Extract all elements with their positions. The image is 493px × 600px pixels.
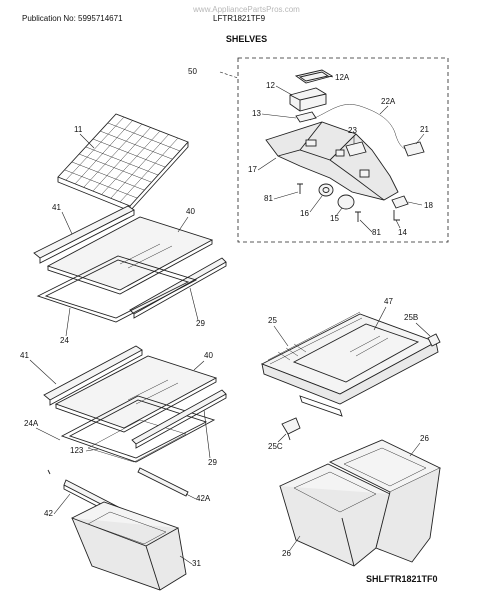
publication-number: Publication No: 5995714671 (22, 14, 123, 23)
part-25c-support[interactable] (281, 417, 301, 441)
callout-26-bottom: 26 (282, 549, 291, 558)
part-21-socket[interactable] (403, 141, 425, 157)
part-81-screw-b[interactable] (355, 211, 361, 222)
callout-18: 18 (424, 201, 433, 210)
callout-47: 47 (384, 297, 393, 306)
part-12-housing[interactable] (289, 87, 327, 112)
part-12a-lens[interactable] (294, 69, 334, 84)
part-41-trim-lower[interactable] (43, 345, 143, 406)
callout-26-top: 26 (420, 434, 429, 443)
part-123-glass-insert[interactable] (87, 419, 187, 463)
callout-42: 42 (44, 509, 53, 518)
part-11-wire-shelf[interactable] (57, 113, 189, 212)
callout-25: 25 (268, 316, 277, 325)
callout-15: 15 (330, 214, 339, 223)
part-14-clip[interactable] (393, 210, 400, 221)
part-29-trim-lower[interactable] (131, 389, 227, 449)
part-24a-frame-lower[interactable] (60, 395, 216, 463)
model-number: LFTR1821TF9 (213, 14, 266, 23)
part-31-drawer[interactable] (70, 501, 187, 591)
callout-25c: 25C (268, 442, 283, 451)
callout-23: 23 (348, 126, 357, 135)
callout-50: 50 (188, 67, 197, 76)
callout-40-upper: 40 (186, 207, 195, 216)
callout-29-upper: 29 (196, 319, 205, 328)
part-40-glass-lower[interactable] (54, 355, 218, 433)
callout-22a: 22A (381, 97, 396, 106)
part-26-crisper-drawer-right[interactable] (328, 439, 442, 563)
page-title: SHELVES (225, 34, 268, 44)
part-42a-rail[interactable] (47, 467, 189, 497)
assembly-50-group: 50 12A 12 13 22A 17 23 21 (188, 57, 449, 243)
part-24-frame-upper[interactable] (36, 255, 198, 323)
diagram-code: SHLFTR1821TF0 (366, 574, 438, 584)
callout-24: 24 (60, 336, 69, 345)
callout-13: 13 (252, 109, 261, 118)
callout-11: 11 (74, 125, 83, 134)
callout-16: 16 (300, 209, 309, 218)
part-18-damper[interactable] (391, 195, 409, 209)
part-25b-clip[interactable] (427, 333, 441, 347)
part-22a-wire-harness[interactable] (309, 104, 415, 150)
callout-123: 123 (70, 446, 84, 455)
callout-17: 17 (248, 165, 257, 174)
callout-81-b: 81 (372, 228, 381, 237)
callout-41-lower: 41 (20, 351, 29, 360)
part-26-crisper-drawer-left[interactable] (278, 463, 392, 567)
part-16-knob[interactable] (318, 183, 334, 197)
callout-24a: 24A (24, 419, 39, 428)
callout-21: 21 (420, 125, 429, 134)
callout-29-lower: 29 (208, 458, 217, 467)
callout-42a: 42A (196, 494, 211, 503)
callout-81-a: 81 (264, 194, 273, 203)
callout-40-lower: 40 (204, 351, 213, 360)
part-41-trim-upper[interactable] (33, 205, 135, 264)
callout-12a: 12A (335, 73, 350, 82)
part-13-clip[interactable] (295, 111, 317, 123)
part-47-crisper-glass[interactable] (292, 323, 420, 383)
part-81-screw-a[interactable] (297, 183, 303, 194)
callout-41-upper: 41 (52, 203, 61, 212)
callout-14: 14 (398, 228, 407, 237)
part-15-light-bulb[interactable] (337, 194, 355, 210)
watermark: www.AppliancePartsPros.com (193, 5, 300, 14)
callout-12: 12 (266, 81, 275, 90)
callout-31: 31 (192, 559, 201, 568)
part-23-switch[interactable] (345, 141, 367, 157)
part-40-glass-upper[interactable] (46, 216, 214, 295)
part-29-trim-upper[interactable] (129, 257, 227, 319)
callout-25b: 25B (404, 313, 418, 322)
